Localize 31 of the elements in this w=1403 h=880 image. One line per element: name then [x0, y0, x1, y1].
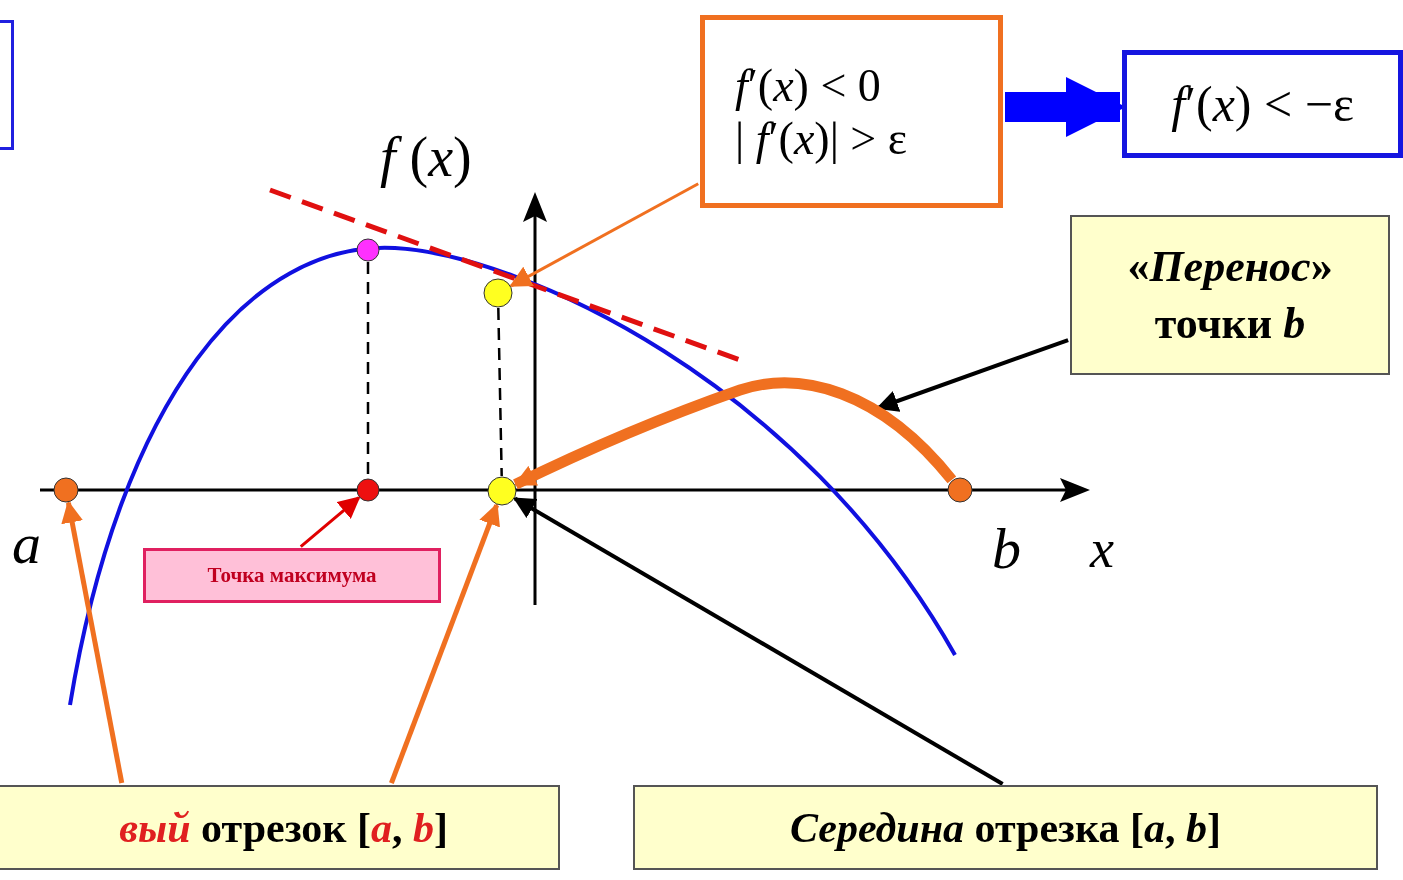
arrow: [299, 496, 361, 548]
projection-line: [497, 307, 503, 477]
math-text: f′(x) < 0: [735, 58, 881, 112]
condition-box: [1122, 50, 1403, 158]
arrow: [513, 496, 1004, 786]
cut-off-box: [0, 20, 14, 150]
callout-box: [143, 548, 441, 603]
arrow: [513, 377, 957, 490]
arrow: [389, 502, 500, 784]
midpoint-dot: [487, 476, 517, 506]
maximum-dot: [356, 238, 380, 262]
math-text: вый отрезок [a, b]: [119, 803, 448, 852]
axis-label: f (x): [380, 125, 472, 189]
math-text: Точка максимума: [207, 563, 377, 588]
callout-box: [0, 785, 560, 870]
axis-label: x: [1090, 518, 1114, 580]
axis-point-label: b: [992, 515, 1021, 582]
arrow: [61, 500, 125, 784]
math-text: Середина отрезка [a, b]: [789, 803, 1222, 852]
curve-point-dot: [483, 278, 513, 308]
endpoint-dot: [947, 477, 973, 503]
callout-box: [1070, 215, 1390, 375]
arrow: [509, 182, 699, 288]
point-dot: [356, 478, 380, 502]
axis-point-label: a: [12, 510, 41, 577]
math-text: | f′(x)| > ε: [735, 111, 908, 165]
condition-box: [700, 15, 1003, 208]
callout-box: [633, 785, 1378, 870]
math-text: «Перенос» точки b: [1126, 240, 1334, 350]
math-text: f′(x) < −ε: [1171, 75, 1354, 133]
endpoint-dot: [53, 477, 79, 503]
